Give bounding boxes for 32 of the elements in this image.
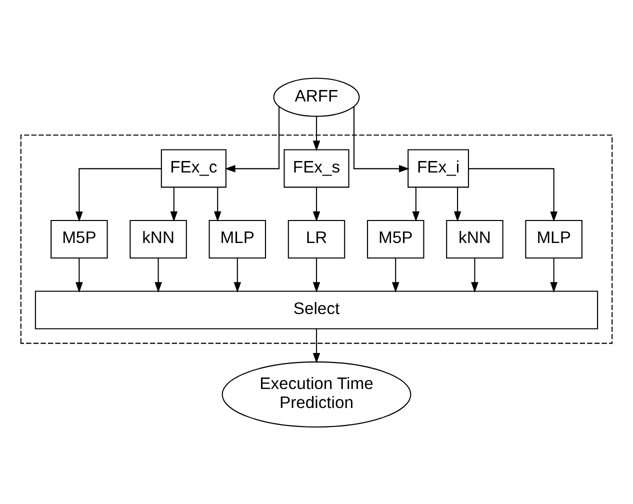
arrow xyxy=(214,186,222,222)
arrow xyxy=(312,258,320,292)
arrow xyxy=(76,258,83,292)
node-box: LR xyxy=(288,219,346,258)
arrow xyxy=(353,106,410,172)
arrow xyxy=(412,186,420,222)
node-box: FEx_i xyxy=(408,148,469,188)
arrow xyxy=(312,328,320,363)
node-ellipse: Execution Time Prediction xyxy=(222,360,412,427)
node-box: FEx_s xyxy=(284,148,350,188)
node-box: kNN xyxy=(130,219,187,258)
node-box: Select xyxy=(34,290,598,329)
node-box: MLP xyxy=(525,219,582,258)
cluster xyxy=(20,134,613,344)
arrow xyxy=(76,168,162,222)
node-ellipse: ARFF xyxy=(273,77,360,116)
arrow xyxy=(454,186,462,222)
arrow xyxy=(170,186,178,222)
arrow xyxy=(392,258,400,292)
node-box: M5P xyxy=(366,219,424,258)
arrow xyxy=(312,186,320,222)
arrow xyxy=(471,258,478,292)
node-box: M5P xyxy=(50,219,108,258)
arrow xyxy=(468,168,558,222)
arrow xyxy=(154,258,162,292)
arrow xyxy=(550,258,558,292)
arrow xyxy=(312,116,320,151)
node-box: kNN xyxy=(446,219,504,258)
arrow xyxy=(224,106,280,172)
node-box: MLP xyxy=(208,219,266,258)
node-box: FEx_c xyxy=(160,148,226,188)
arrow xyxy=(234,258,242,292)
